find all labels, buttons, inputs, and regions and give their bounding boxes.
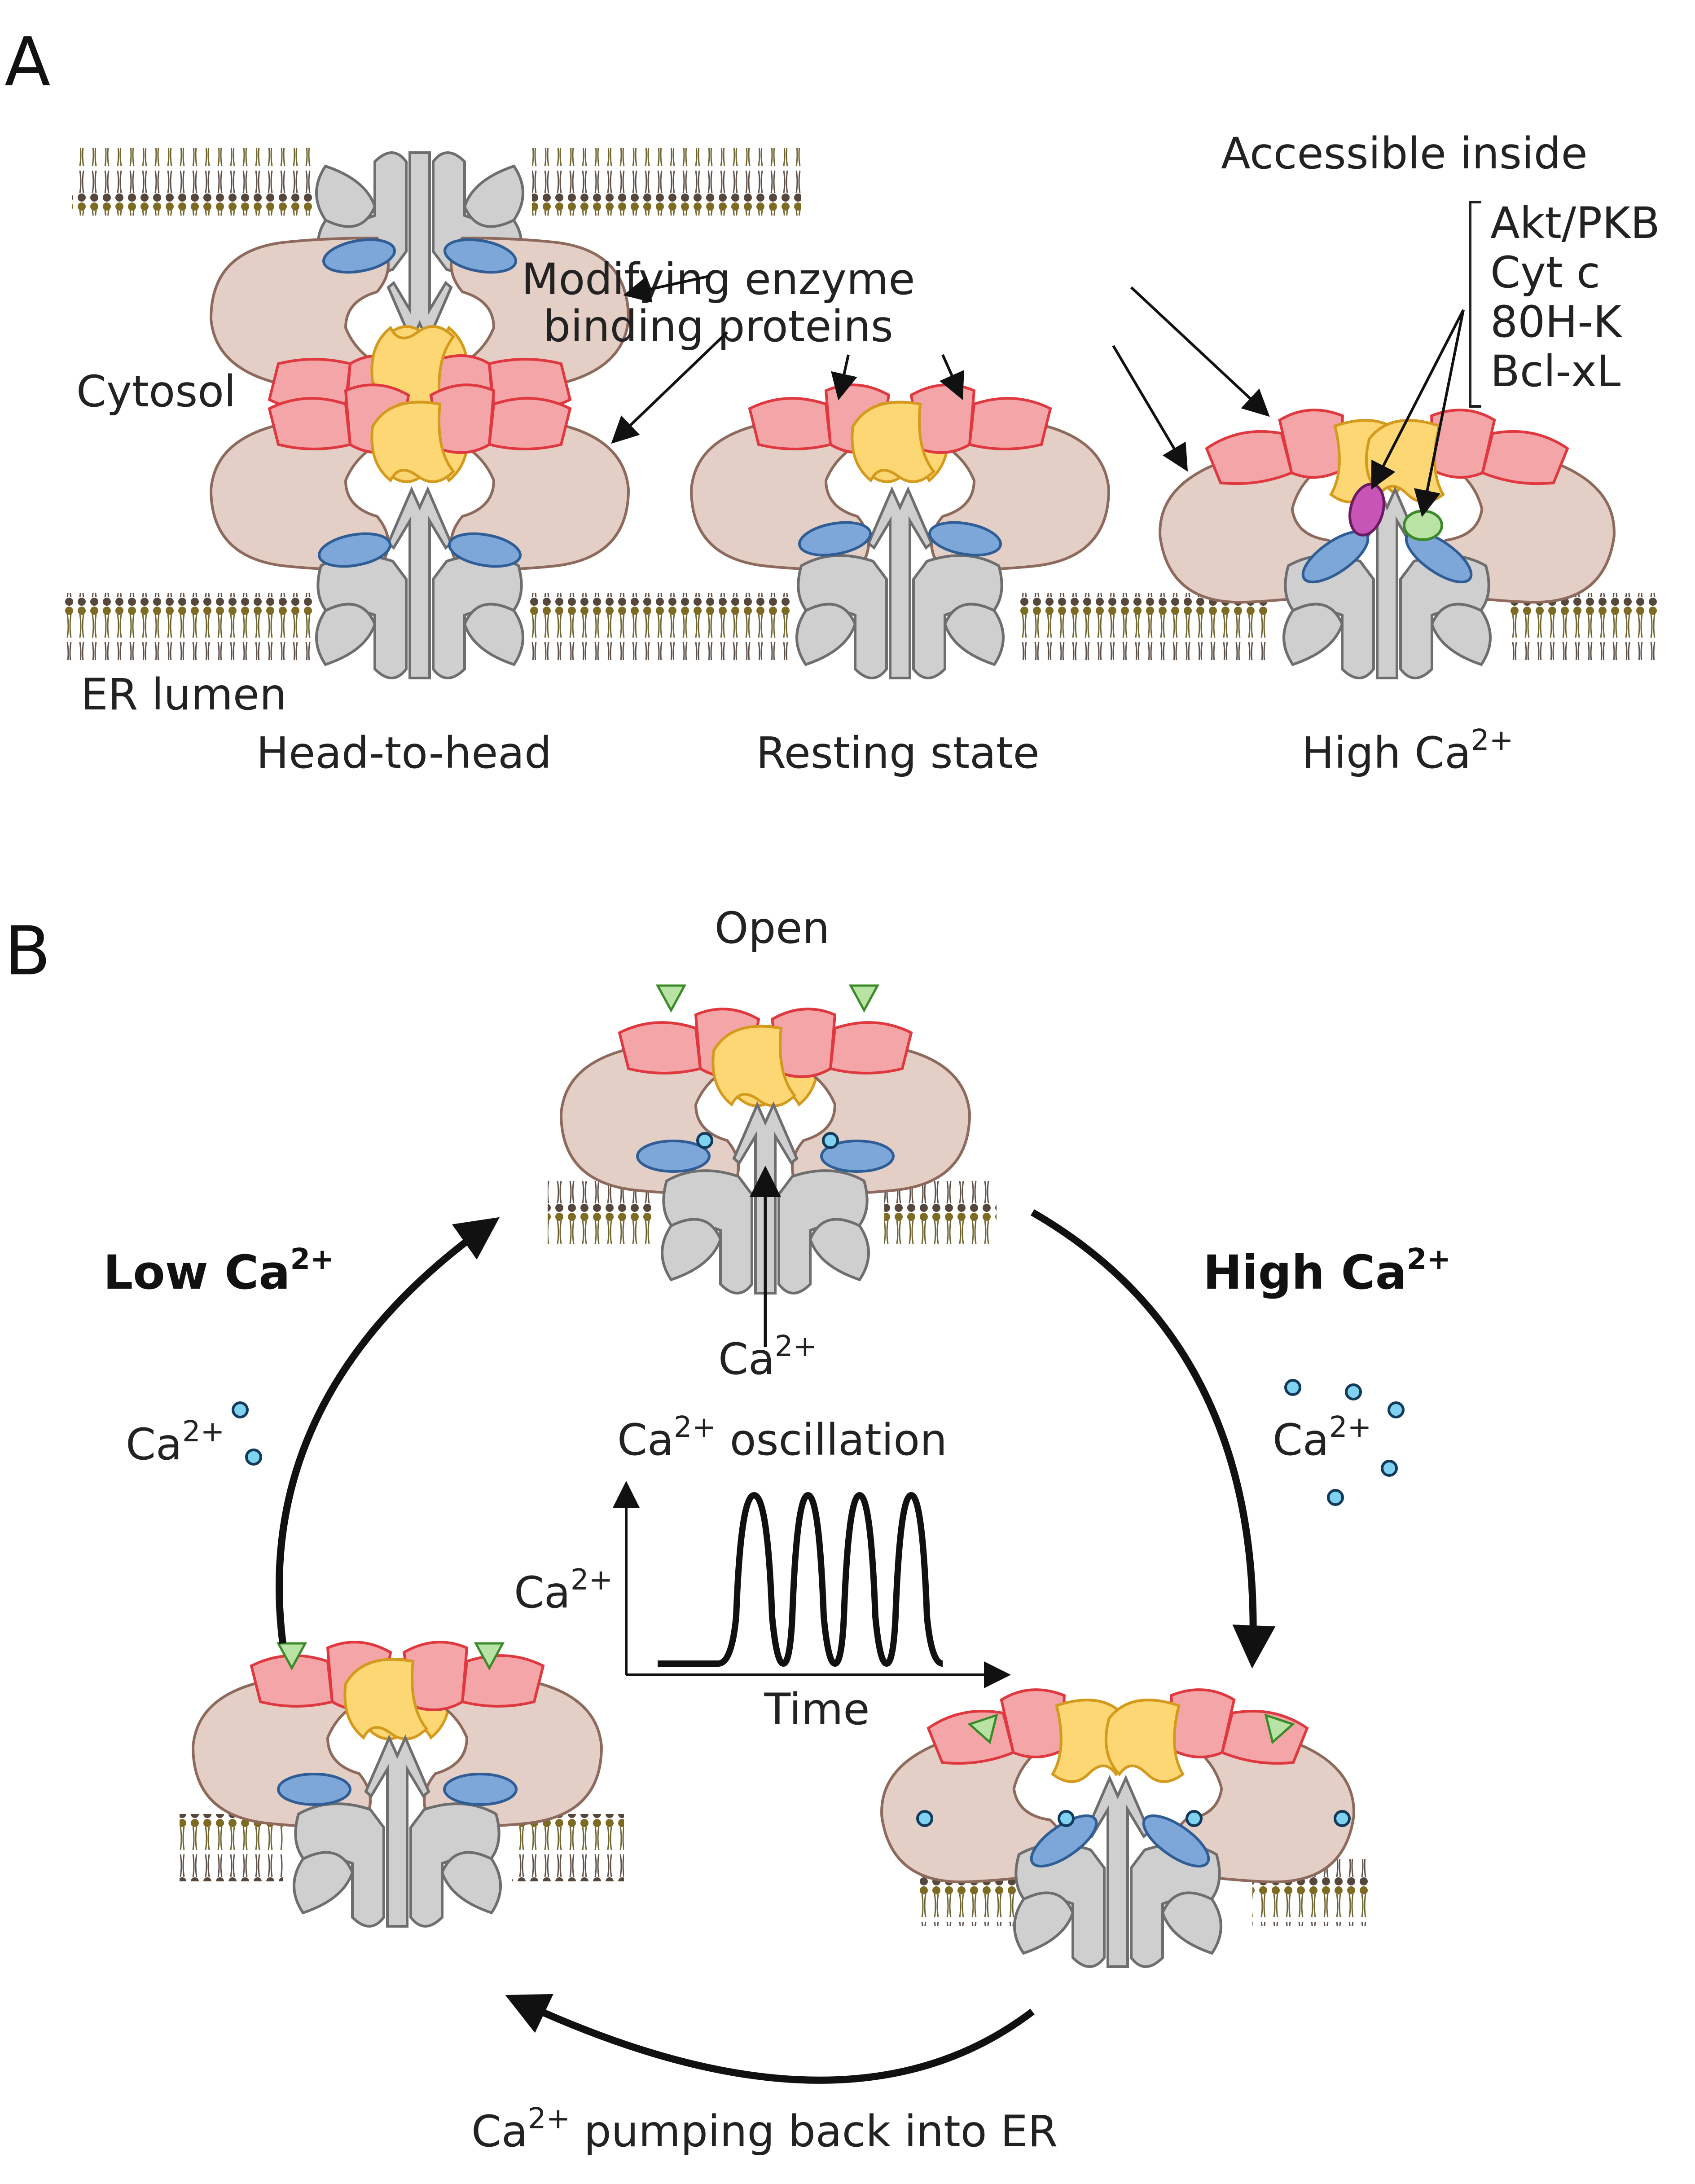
head-to-head-receptor: [211, 153, 628, 678]
arrow-low-to-open: [275, 1217, 500, 1644]
membrane-bottom-2: [530, 593, 790, 660]
oscillation-title: Ca2+ oscillation: [617, 1411, 947, 1465]
accessible-inside-label: Accessible inside: [1221, 128, 1588, 179]
low-ca-label: Low Ca2+: [103, 1243, 334, 1300]
ca-ions-high: Ca2+: [1273, 1379, 1405, 1506]
binding-proteins-label: binding proteins: [543, 301, 893, 352]
bound-protein-green: [1403, 510, 1443, 541]
ca-oscillation-plot: Ca2+ oscillation Ca2+ Time: [514, 1411, 1011, 1735]
high-ca-label: High Ca2+: [1203, 1243, 1451, 1300]
state-high-ca: High Ca2+: [1302, 724, 1513, 778]
membrane-bottom-1: [63, 593, 314, 660]
y-axis-label: Ca2+: [514, 1563, 613, 1618]
er-lumen-label: ER lumen: [81, 669, 287, 720]
state-resting: Resting state: [756, 728, 1039, 778]
membrane-bottom-3: [1019, 593, 1270, 660]
x-axis-label: Time: [764, 1684, 870, 1735]
panel-b-letter: B: [4, 912, 51, 991]
state-head-to-head: Head-to-head: [256, 728, 552, 778]
pumping-label: Ca2+ pumping back into ER: [471, 2102, 1058, 2157]
svg-text:Ca2+: Ca2+: [126, 1415, 224, 1470]
modifying-enzyme-label: Modifying enzyme: [522, 254, 915, 304]
oscillation-trace: [658, 1492, 944, 1667]
svg-text:Ca2+: Ca2+: [1273, 1411, 1371, 1465]
protein-bclxl: Bcl-xL: [1490, 346, 1620, 396]
cytosol-label: Cytosol: [76, 366, 236, 417]
high-ca-receptor: [1146, 397, 1629, 678]
protein-list-bracket: [1469, 201, 1481, 408]
panel-a-arrows: [611, 275, 1465, 517]
high-ca-receptor-b: [867, 1677, 1369, 1967]
protein-80hk: 80H-K: [1490, 297, 1622, 347]
low-ca-receptor: [180, 1642, 624, 1926]
panel-a-letter: A: [4, 23, 51, 101]
membrane-bottom-4: [1508, 593, 1661, 660]
protein-akt: Akt/PKB: [1490, 198, 1660, 248]
ca-efflux-label: Ca2+: [718, 1330, 817, 1384]
membrane-top-left: [72, 148, 314, 216]
open-label: Open: [715, 903, 830, 953]
protein-cytc: Cyt c: [1490, 247, 1600, 298]
arrow-high-to-low: [505, 1994, 1035, 2084]
resting-state-receptor: [691, 385, 1109, 678]
ca-ions-low: Ca2+: [126, 1401, 262, 1470]
arrow-open-to-high: [1030, 1209, 1276, 1669]
open-receptor: [548, 984, 997, 1293]
membrane-top-right: [532, 148, 801, 216]
